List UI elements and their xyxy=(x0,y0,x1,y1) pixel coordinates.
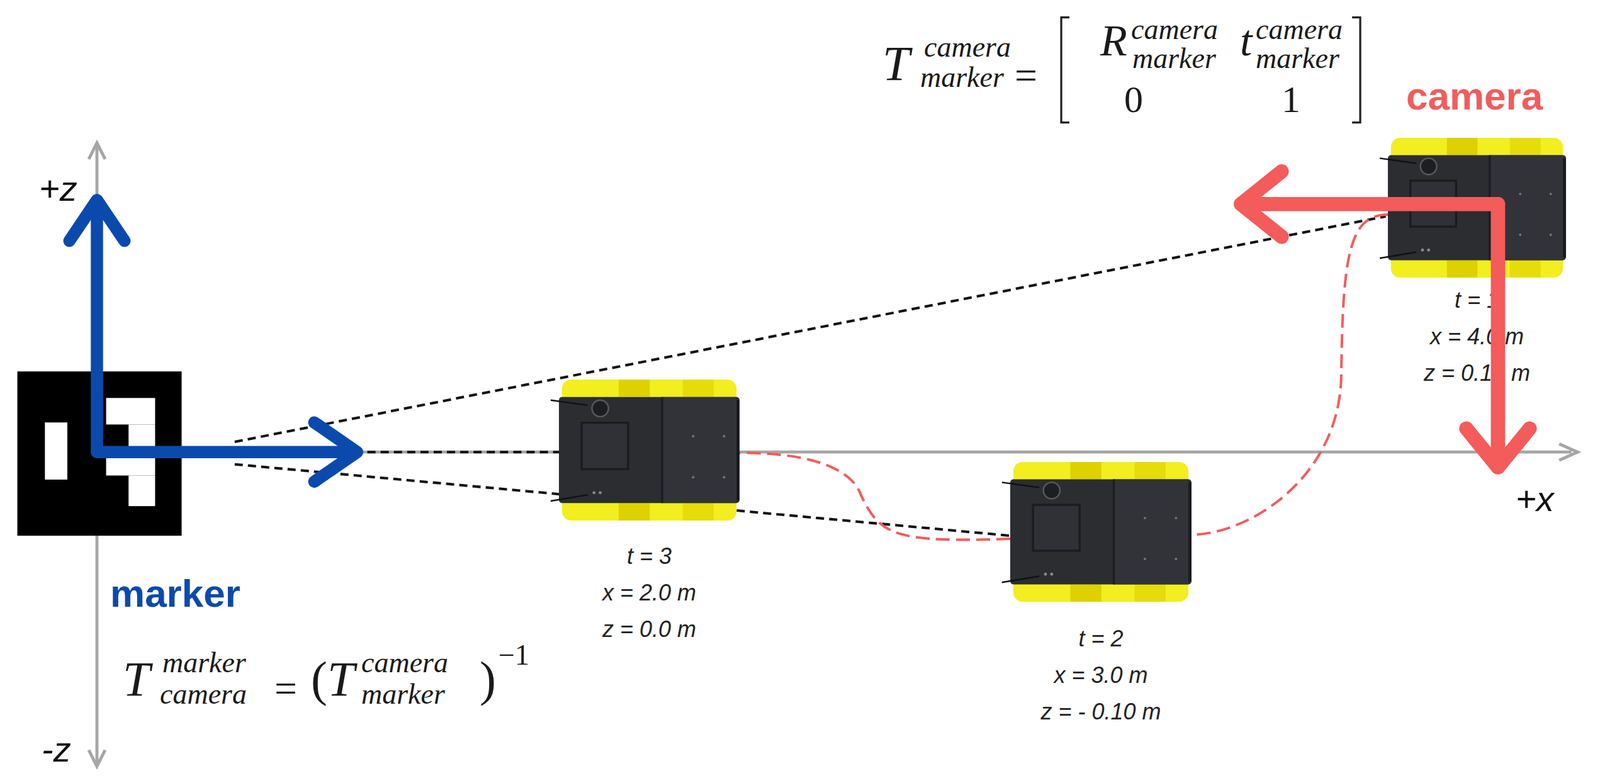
formula-symbol: t xyxy=(1239,18,1252,63)
z-axis-head xyxy=(88,750,106,767)
axis-label: -z xyxy=(41,732,72,768)
formula-superscript: camera xyxy=(1255,15,1343,45)
formula-superscript: −1 xyxy=(498,640,530,670)
formula-symbol: T xyxy=(122,654,150,704)
formula-symbol: = xyxy=(274,668,298,709)
formula-superscript: camera xyxy=(923,32,1011,62)
matrix-entry: 0 xyxy=(1124,80,1144,119)
robot-topview xyxy=(1010,461,1192,602)
pose-label: x = 4.0 m xyxy=(1430,322,1524,350)
pose-label: t = 1 xyxy=(1454,286,1500,314)
pose-label: z = - 0.10 m xyxy=(1040,698,1161,726)
trajectory-path xyxy=(739,452,1011,540)
formula-symbol: ) xyxy=(479,654,496,704)
formula-subscript: camera xyxy=(159,679,247,709)
formula-symbol: T xyxy=(327,654,355,704)
frame-label: camera xyxy=(1406,76,1543,116)
z-axis-head xyxy=(88,142,106,160)
formula-symbol: R xyxy=(1100,18,1128,63)
robot-topview xyxy=(558,379,740,521)
formula-subscript: marker xyxy=(361,679,446,709)
pose-label: z = 0.18 m xyxy=(1423,359,1531,387)
matrix-entry: 1 xyxy=(1281,80,1301,119)
pose-label: x = 2.0 m xyxy=(602,579,697,607)
x-axis-head xyxy=(1559,443,1578,461)
z-axis xyxy=(95,146,99,764)
robot-topview xyxy=(1387,137,1567,278)
sight-lines xyxy=(234,216,1386,536)
robot: t = 2x = 3.0 mz = - 0.10 m xyxy=(1010,461,1192,602)
formula-subscript: marker xyxy=(920,62,1004,92)
frame-label: marker xyxy=(110,574,241,614)
pose-label: x = 3.0 m xyxy=(1053,661,1148,689)
formula-superscript: camera xyxy=(361,648,449,678)
axis-label: +x xyxy=(1515,481,1555,517)
x-axis xyxy=(96,450,1572,454)
formula-subscript: marker xyxy=(1132,44,1217,74)
robot: t = 3x = 2.0 mz = 0.0 m xyxy=(558,379,740,521)
aruco-marker xyxy=(17,371,182,536)
formula-symbol: ( xyxy=(310,654,328,704)
pose-label: t = 2 xyxy=(1078,625,1123,653)
formula-symbol: = xyxy=(1014,55,1038,96)
marker-axes xyxy=(69,200,357,482)
pose-label: t = 3 xyxy=(626,542,672,570)
robot: t = 1x = 4.0 mz = 0.18 m xyxy=(1387,137,1567,278)
formula-superscript: camera xyxy=(1131,15,1218,45)
formula-superscript: marker xyxy=(162,648,247,678)
axis-label: +z xyxy=(39,171,78,207)
formula-subscript: marker xyxy=(1255,44,1340,74)
pose-label: z = 0.0 m xyxy=(602,615,697,643)
trajectory-path xyxy=(1191,214,1388,535)
formula-symbol: T xyxy=(882,39,910,89)
